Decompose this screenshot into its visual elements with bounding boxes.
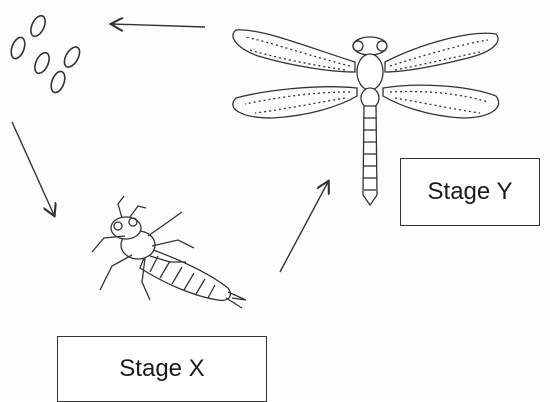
arrow-eggs-to-nymph (12, 122, 54, 215)
stage-y-label: Stage Y (428, 178, 513, 206)
nymph-icon (92, 196, 246, 308)
stage-y-label-box: Stage Y (400, 158, 540, 226)
stage-x-label-box: Stage X (57, 336, 267, 402)
arrow-nymph-to-dragonfly (280, 182, 328, 272)
stage-x-label: Stage X (119, 355, 204, 383)
arrow-dragonfly-to-eggs (112, 24, 205, 27)
egg-cluster-icon (9, 13, 83, 94)
